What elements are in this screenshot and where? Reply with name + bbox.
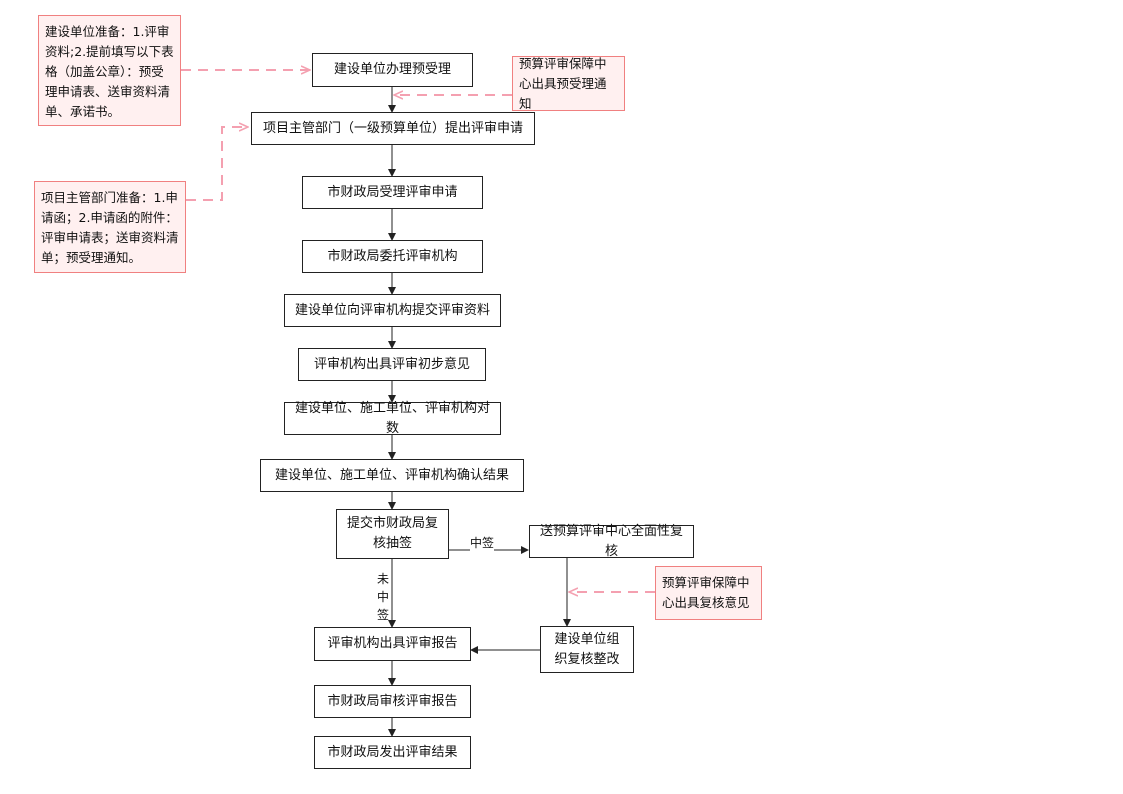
note-prereception-notice: 预算评审保障中心出具预受理通知 bbox=[512, 56, 625, 111]
node-confirm-results: 建设单位、施工单位、评审机构确认结果 bbox=[260, 459, 524, 492]
node-submit-materials: 建设单位向评审机构提交评审资料 bbox=[284, 294, 501, 327]
node-issue-results: 市财政局发出评审结果 bbox=[314, 736, 471, 769]
node-rectification: 建设单位组织复核整改 bbox=[540, 626, 634, 673]
node-review-lottery: 提交市财政局复核抽签 bbox=[336, 509, 449, 559]
note-construction-unit-prep: 建设单位准备：1.评审资料;2.提前填写以下表格（加盖公章）：预受理申请表、送审… bbox=[38, 15, 181, 126]
node-prereception: 建设单位办理预受理 bbox=[312, 53, 473, 87]
dashed-note3-n2 bbox=[186, 127, 248, 201]
node-submit-application: 项目主管部门（一级预算单位）提出评审申请 bbox=[251, 112, 535, 145]
note-review-opinion: 预算评审保障中心出具复核意见 bbox=[655, 566, 762, 620]
node-full-review: 送预算评审中心全面性复核 bbox=[529, 524, 694, 559]
node-audit-report: 市财政局审核评审报告 bbox=[314, 685, 471, 718]
edge-label-selected: 中签 bbox=[470, 534, 495, 551]
node-accept-application: 市财政局受理评审申请 bbox=[302, 176, 483, 209]
note-department-prep: 项目主管部门准备：1.申请函；2.申请函的附件：评审申请表；送审资料清单；预受理… bbox=[34, 181, 186, 273]
node-reconcile-figures: 建设单位、施工单位、评审机构对数 bbox=[284, 401, 501, 436]
node-entrust-agency: 市财政局委托评审机构 bbox=[302, 240, 483, 273]
node-preliminary-opinion: 评审机构出具评审初步意见 bbox=[298, 348, 486, 381]
node-issue-report: 评审机构出具评审报告 bbox=[314, 627, 471, 661]
edge-label-not-selected: 未中签 bbox=[376, 572, 389, 622]
